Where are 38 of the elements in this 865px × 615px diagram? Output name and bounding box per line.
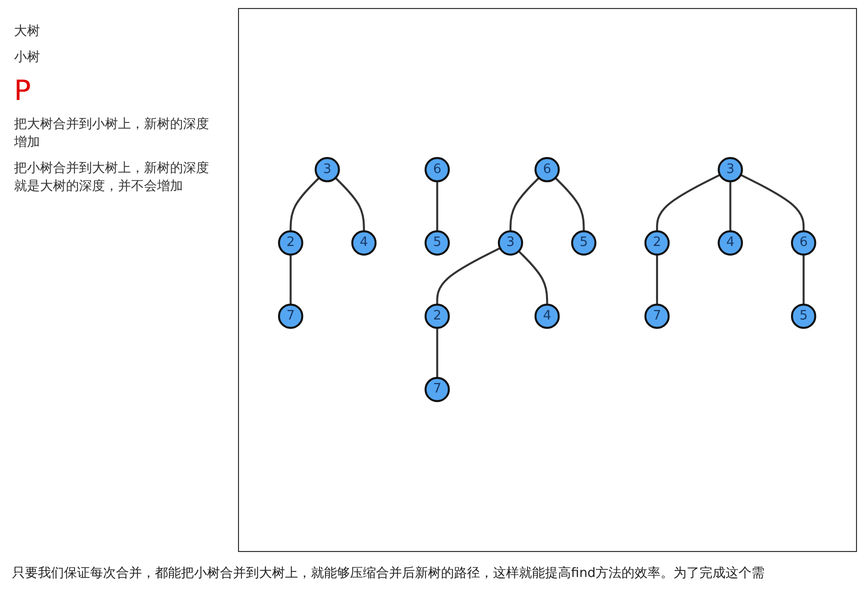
note-text: 把小树合并到大树上，新树的深度就是大树的深度，并不会增加 xyxy=(14,160,210,195)
node-circle: 5 xyxy=(424,230,450,256)
node-circle: 7 xyxy=(278,304,304,330)
node-circle: 3 xyxy=(498,230,524,256)
node-circle: 7 xyxy=(644,304,670,330)
node-circle: 5 xyxy=(572,230,597,256)
connector xyxy=(290,255,292,305)
node-circle: 4 xyxy=(352,230,377,256)
node-circle: 3 xyxy=(315,157,340,183)
node-circle: 6 xyxy=(791,230,817,256)
connector xyxy=(656,255,658,305)
node-circle: 2 xyxy=(644,230,670,256)
connector xyxy=(335,178,366,232)
connector xyxy=(802,255,805,305)
node-circle: 7 xyxy=(424,377,450,403)
note-text: 大树 xyxy=(14,23,41,40)
node-circle: 6 xyxy=(534,157,560,183)
connector xyxy=(656,174,721,232)
node-circle: 2 xyxy=(424,304,450,330)
note-text: 把大树合并到小树上，新树的深度增加 xyxy=(14,116,210,151)
connector xyxy=(518,250,548,305)
connector xyxy=(740,174,805,232)
node-circle: 3 xyxy=(718,157,744,183)
node-circle: 4 xyxy=(718,230,744,256)
connector xyxy=(290,178,320,232)
handwritten-mark: P xyxy=(14,74,32,107)
connector xyxy=(730,182,732,232)
connector xyxy=(436,182,439,232)
connector xyxy=(436,328,439,378)
node-circle: 4 xyxy=(534,304,560,330)
node-circle: 2 xyxy=(278,230,304,256)
connector xyxy=(436,248,501,305)
connector xyxy=(510,178,540,232)
node-circle: 6 xyxy=(424,157,450,183)
caption: 只要我们保证每次合并，都能把小树合并到大树上，就能够压缩合并后新树的路径，这样就能提高find方法的效率。为了完成这个需 xyxy=(11,565,766,583)
node-circle: 5 xyxy=(791,304,817,330)
note-text: 小树 xyxy=(14,49,41,66)
connector xyxy=(555,178,586,232)
